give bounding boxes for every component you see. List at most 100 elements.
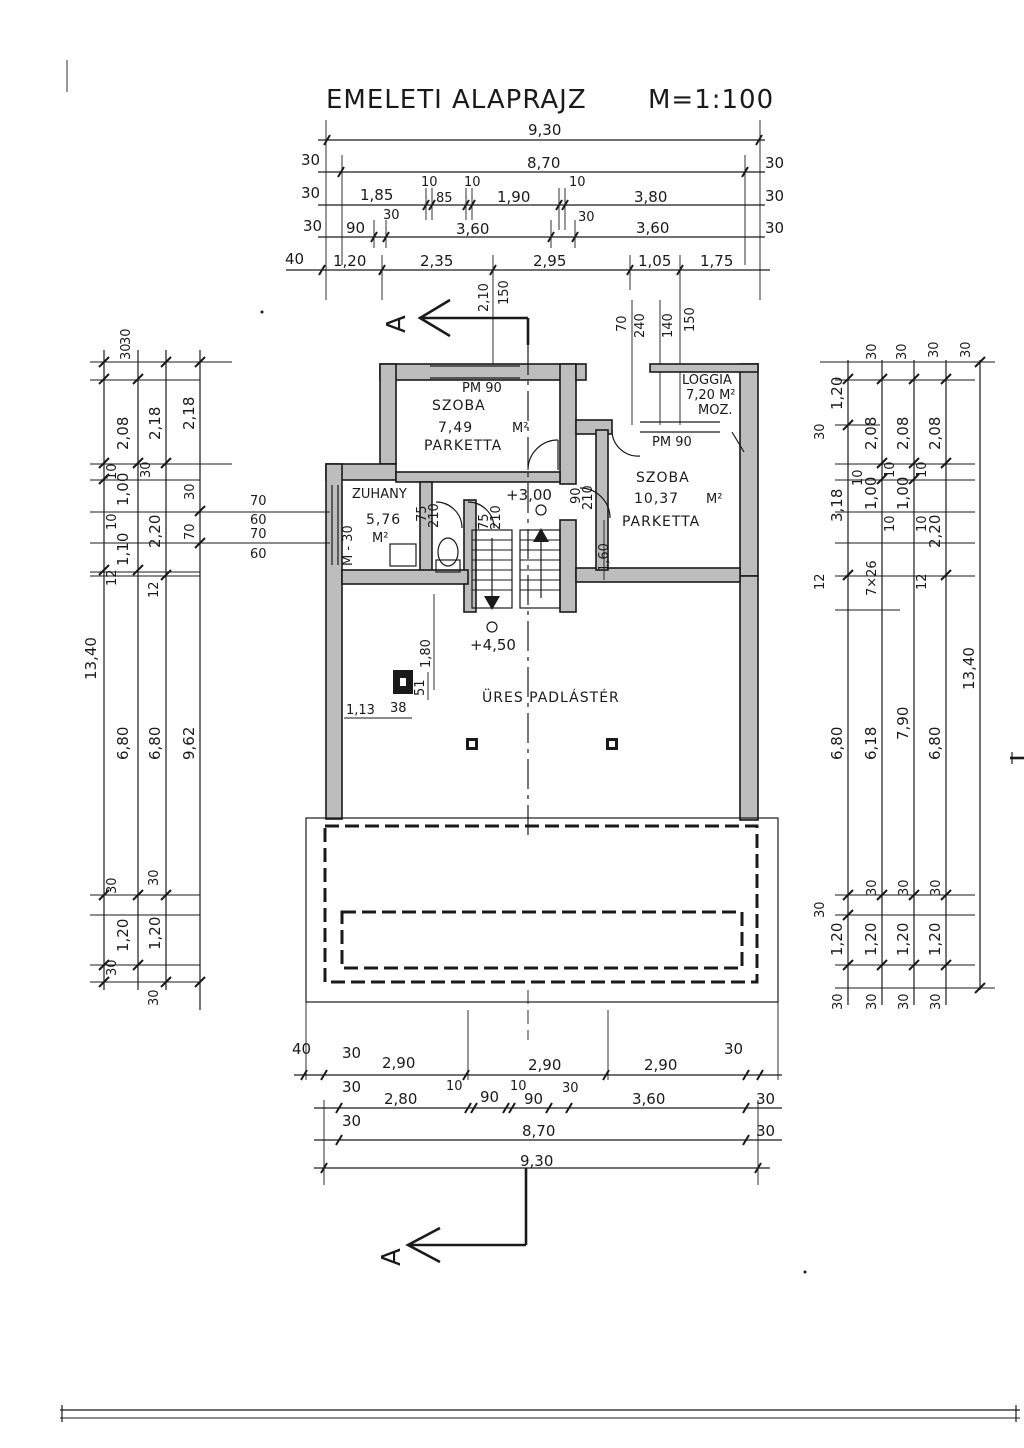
stair-arrow-up-icon: [533, 528, 549, 542]
dim-label: 30: [929, 879, 944, 896]
room-unit: M²: [706, 492, 722, 507]
dim-label: 85: [436, 191, 453, 206]
dim-label: 140: [661, 313, 676, 338]
level-lower: +4,50: [470, 636, 516, 654]
dim-label: 1,00: [862, 477, 880, 510]
dim-label: 8,70: [527, 154, 560, 172]
section-letter: A: [382, 314, 412, 333]
dim-label: 90: [524, 1090, 543, 1108]
dim-label: 10: [883, 461, 898, 478]
dim-label: 30: [865, 879, 880, 896]
speck: [803, 1270, 807, 1274]
room-area: 7,49: [438, 420, 473, 436]
level-upper: +3,00: [506, 486, 552, 504]
dim-label: 1,00: [114, 473, 132, 506]
dim-label: 10: [421, 175, 438, 190]
dim-label: 30: [119, 343, 134, 360]
dim-label: 10: [851, 469, 866, 486]
dim-label: 60: [250, 547, 267, 562]
dim-label: 9,62: [180, 727, 198, 760]
window-label: PM 90: [652, 435, 692, 450]
room-unit: M²: [512, 421, 528, 436]
dim-label: 10: [915, 515, 930, 532]
dim-label: 30: [578, 210, 595, 225]
dim-label: 30: [813, 423, 828, 440]
dim-label: 10: [446, 1079, 463, 1094]
dim-label: 150: [683, 307, 698, 332]
dim-label: 60: [250, 513, 267, 528]
dim-label: 30: [765, 187, 784, 205]
dim-label: 30: [865, 993, 880, 1010]
dim-label: 1,20: [333, 252, 366, 270]
section-marker-bottom: A: [377, 1168, 528, 1266]
dim-label: 1,60: [597, 543, 612, 572]
dim-label: 1,20: [926, 923, 944, 956]
dim-label: 30: [765, 219, 784, 237]
door-label: 75: [415, 505, 430, 522]
dim-label: 30: [147, 869, 162, 886]
dim-label: 1,20: [894, 923, 912, 956]
dim-label: 30: [183, 483, 198, 500]
dim-label: 2,20: [926, 515, 944, 548]
dim-label: 30: [927, 341, 942, 358]
top-dimensions: 9,30 30 8,70 30 30 1,85 10 85 10 1,90 10…: [285, 120, 784, 425]
dim-label: 10: [569, 175, 586, 190]
dim-label: 70: [250, 494, 267, 509]
wc-window: M - 30: [341, 525, 356, 566]
loggia-name: LOGGIA: [682, 373, 732, 388]
dim-label: 9,30: [528, 121, 561, 139]
dim-label: 2,90: [382, 1054, 415, 1072]
dim-label: 1,10: [114, 533, 132, 566]
dim-label: 6,18: [862, 727, 880, 760]
right-dimensions: 30 1,20 30 3,18 10 12 6,80 30 1,20 30 30…: [813, 341, 995, 1010]
dim-label: 2,18: [180, 397, 198, 430]
door-label: 210: [581, 485, 596, 510]
attic-name: ÜRES PADLÁSTÉR: [482, 688, 620, 706]
dim-label: 40: [292, 1040, 311, 1058]
dim-label: 30: [895, 343, 910, 360]
dim-label: 7,90: [894, 707, 912, 740]
dim-label: 30: [342, 1044, 361, 1062]
dim-label: 1,20: [146, 917, 164, 950]
dim-label: 10: [464, 175, 481, 190]
wc-unit: M²: [372, 531, 388, 546]
dim-label: 30: [959, 341, 974, 358]
dim-label: 2,90: [528, 1056, 561, 1074]
dim-label: 2,08: [862, 417, 880, 450]
dim-label: 12: [105, 569, 120, 586]
dim-label: 1,75: [700, 252, 733, 270]
dim-label: 6,80: [926, 727, 944, 760]
dim-label: 2,35: [420, 252, 453, 270]
dim-label: 3,60: [636, 219, 669, 237]
dim-label-outer: 13,40: [960, 647, 978, 690]
dim-label: 10: [105, 513, 120, 530]
dim-label: 12: [915, 573, 930, 590]
dim-label: 30: [929, 993, 944, 1010]
floor-plan: [305, 345, 779, 1003]
section-letter: A: [377, 1247, 407, 1266]
dim-label: 30: [139, 461, 154, 478]
speck: [260, 310, 264, 314]
dim-label: 8,70: [522, 1122, 555, 1140]
dim-label: 3,60: [456, 220, 489, 238]
loggia-area: 7,20 M²: [686, 388, 736, 403]
wc-area: 5,76: [366, 512, 401, 528]
dim-label: 10: [105, 463, 120, 480]
dim-label: 1,20: [862, 923, 880, 956]
dim-label: 90: [346, 219, 365, 237]
dim-label: 30: [756, 1122, 775, 1140]
room-labels: PM 90 SZOBA 7,49 M² PARKETTA PM 90 SZOBA…: [341, 373, 736, 718]
plan-scale: M=1:100: [648, 85, 774, 115]
dim-label: 6,80: [146, 727, 164, 760]
dim-label: 6,80: [828, 727, 846, 760]
dim-label: 70: [183, 523, 198, 540]
dim-label: 1,20: [828, 923, 846, 956]
room-name: SZOBA: [432, 398, 486, 414]
dim-label: 1,20: [828, 377, 846, 410]
dim-label: 30: [303, 217, 322, 235]
dim-label: 2,08: [926, 417, 944, 450]
section-marker-top: A: [382, 298, 530, 345]
dim-label: 30: [301, 151, 320, 169]
dim-label: 1,05: [638, 252, 671, 270]
